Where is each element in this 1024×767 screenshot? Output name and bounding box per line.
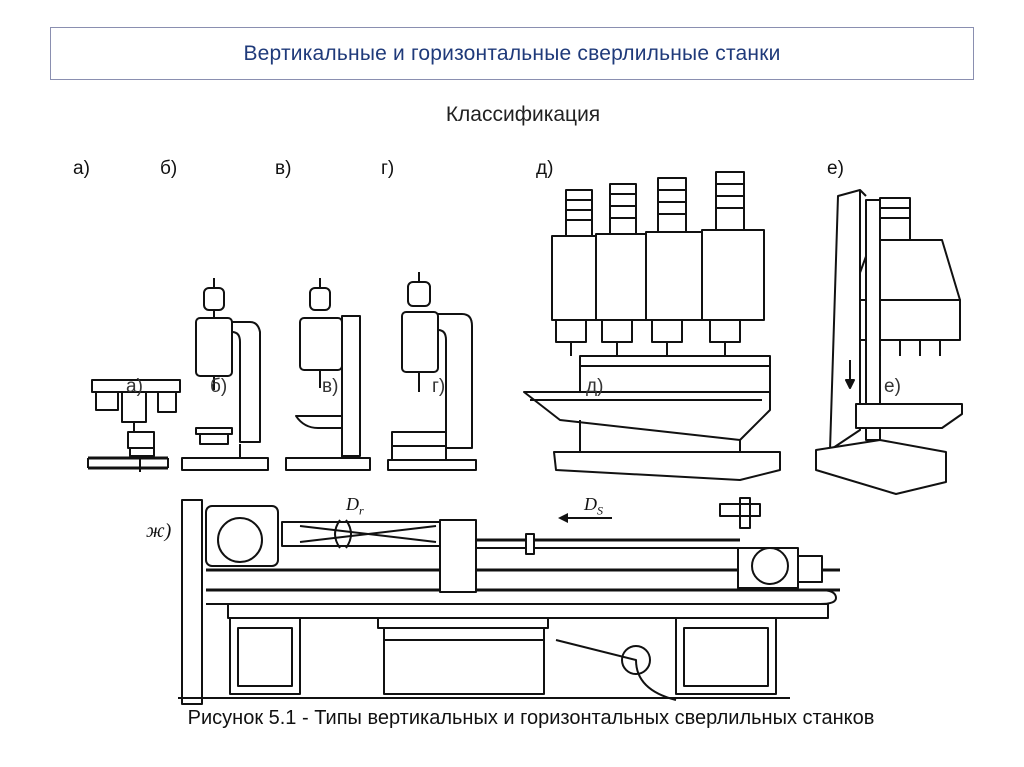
machine-a xyxy=(87,379,181,472)
dr-main: D xyxy=(346,494,359,514)
machine-g xyxy=(387,272,477,471)
machine-zh xyxy=(178,497,840,705)
machine-v xyxy=(285,278,371,471)
label-a: а) xyxy=(73,158,90,179)
inner-label-g: г) xyxy=(432,376,446,397)
inner-label-a: а) xyxy=(126,376,143,397)
machine-d xyxy=(523,171,781,481)
subtitle: Классификация xyxy=(445,103,601,126)
ds-sub: S xyxy=(597,503,603,518)
label-g: г) xyxy=(381,158,395,179)
title-box: Вертикальные и горизонтальные сверлильны… xyxy=(50,27,974,80)
label-d: д) xyxy=(536,158,554,179)
label-e: е) xyxy=(827,158,844,179)
inner-label-b: б) xyxy=(210,376,228,397)
ds-annotation: DS xyxy=(584,494,603,519)
label-zh: ж) xyxy=(146,520,172,542)
inner-label-e: е) xyxy=(884,376,901,397)
dr-sub: r xyxy=(359,503,364,518)
dr-annotation: Dr xyxy=(346,494,364,519)
machine-b xyxy=(181,278,269,471)
label-v: в) xyxy=(275,158,292,179)
slide-title: Вертикальные и горизонтальные сверлильны… xyxy=(243,41,781,65)
machine-e xyxy=(815,189,963,495)
figure-caption: Рисунок 5.1 - Типы вертикальных и горизо… xyxy=(187,707,875,729)
inner-label-d: д) xyxy=(586,376,604,397)
ds-main: D xyxy=(584,494,597,514)
label-b: б) xyxy=(160,158,178,179)
inner-label-v: в) xyxy=(322,376,339,397)
